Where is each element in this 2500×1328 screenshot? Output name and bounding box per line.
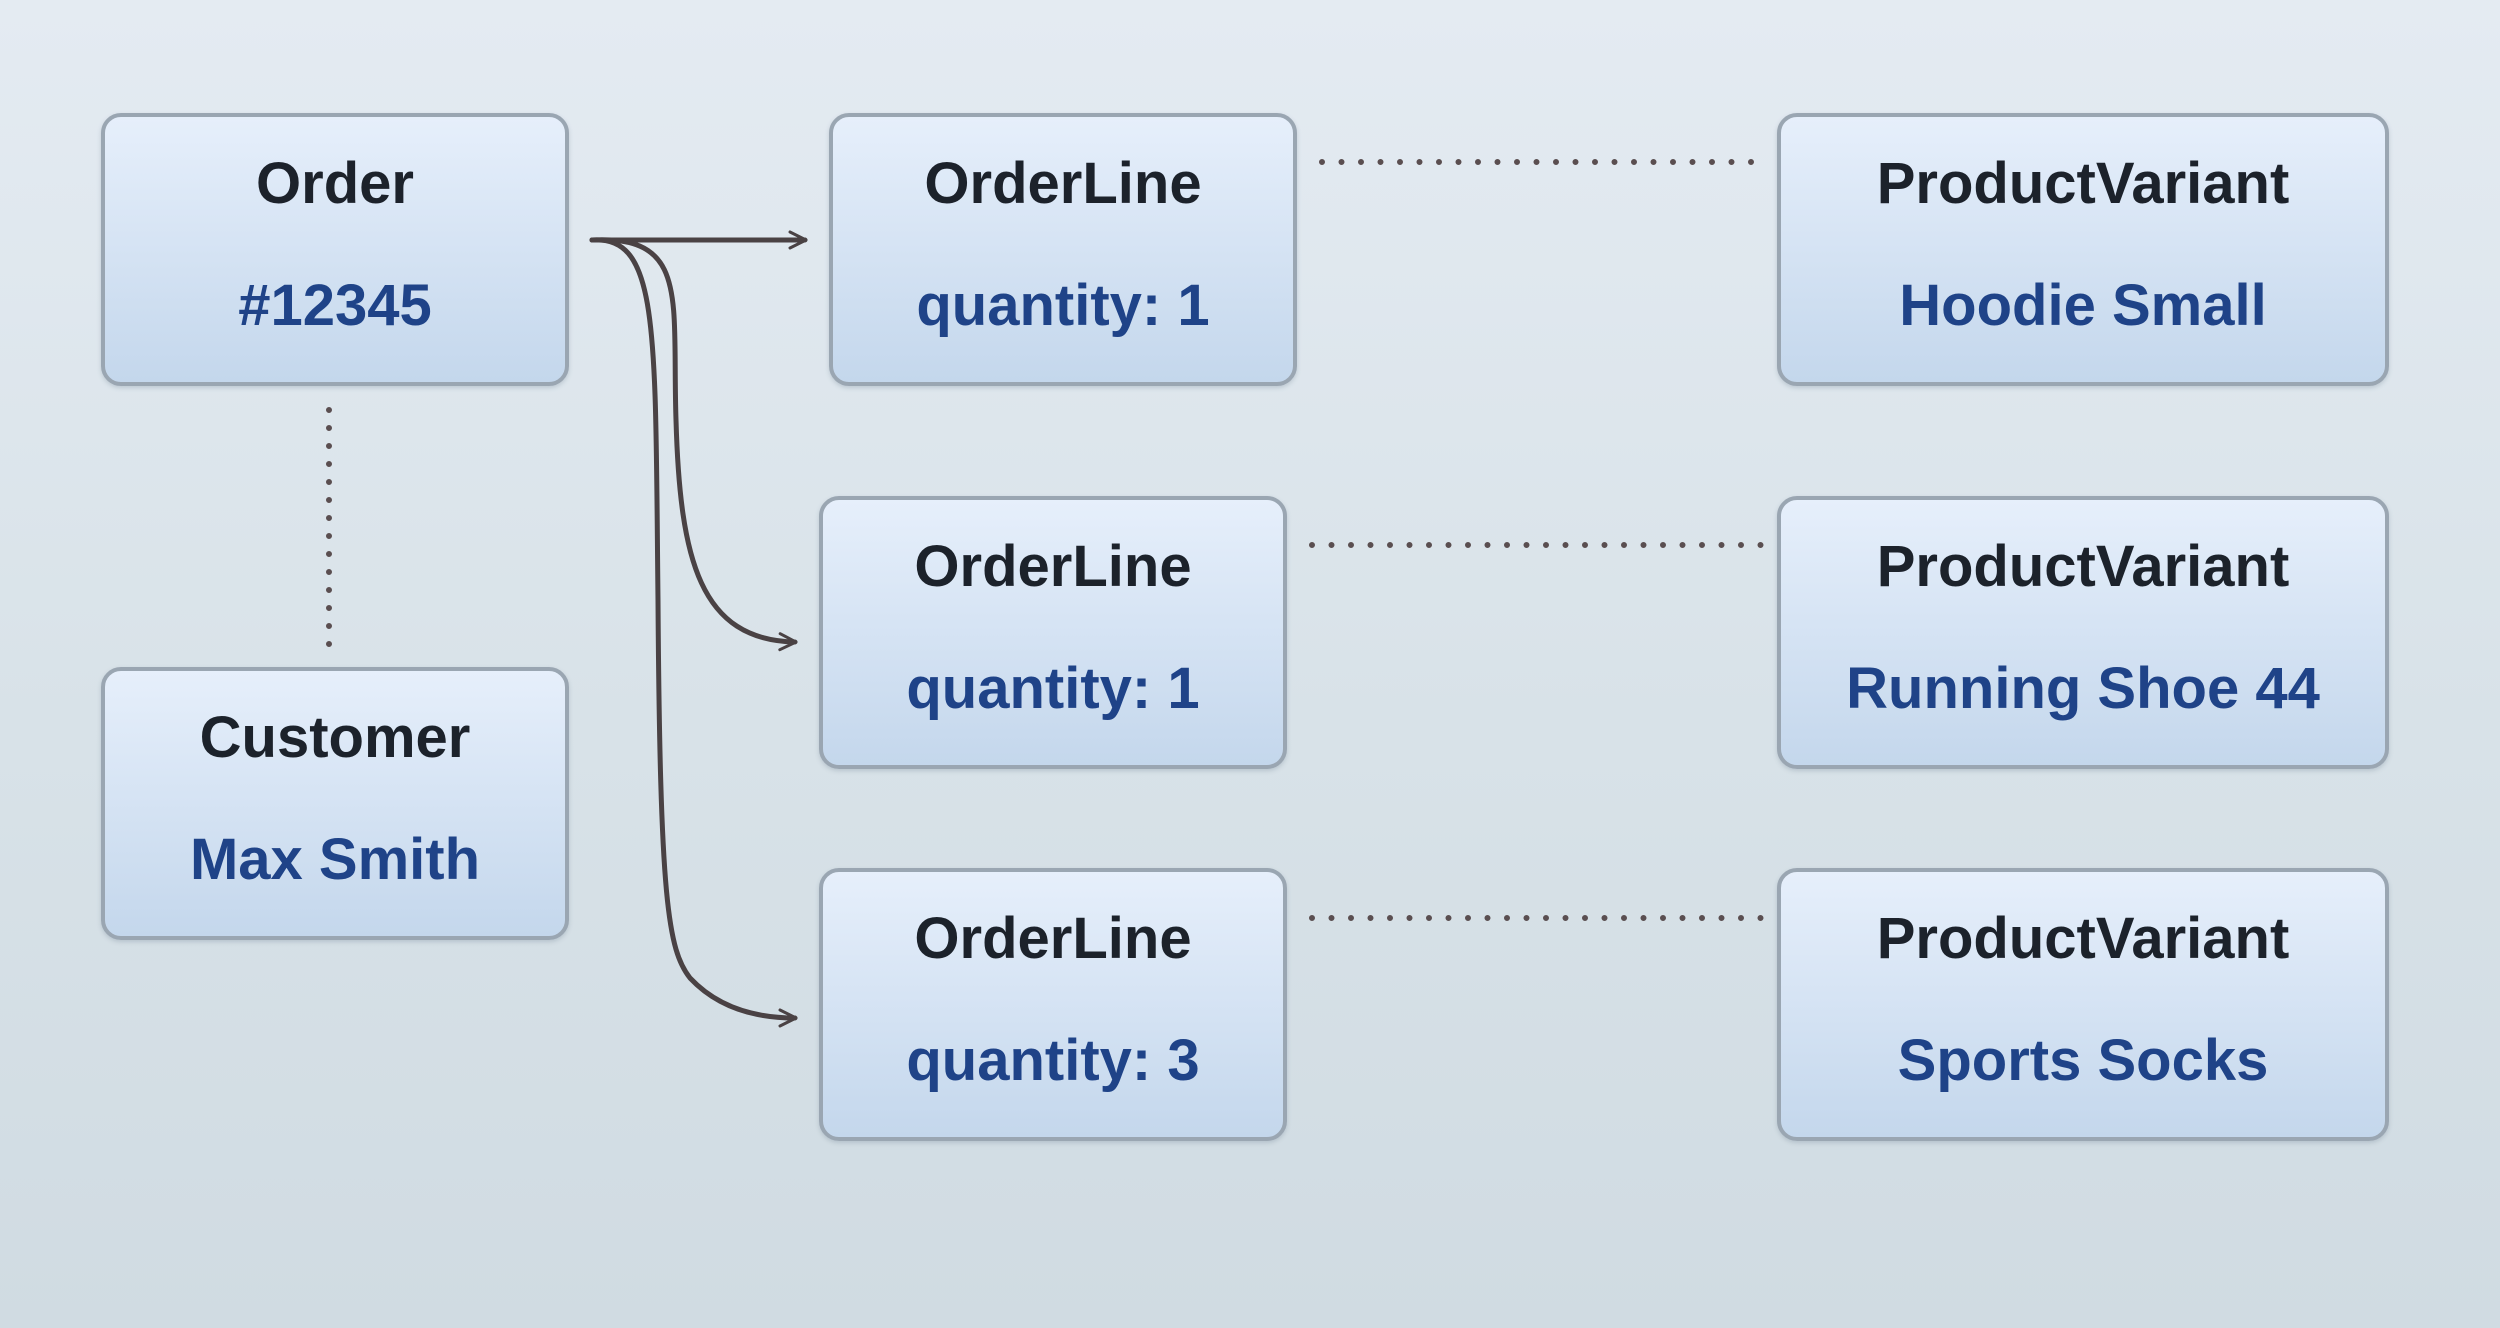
order-to-line3-arrow	[589, 237, 798, 1028]
order-line-quantity-3: quantity: 3	[906, 1028, 1200, 1093]
order-title: Order	[256, 151, 414, 216]
product-variant-name-2: Running Shoe 44	[1846, 656, 2320, 721]
customer-name: Max Smith	[189, 827, 481, 892]
order-line-node-3: OrderLine quantity: 3	[819, 868, 1287, 1141]
order-line-title-3: OrderLine	[914, 906, 1192, 971]
product-variant-title-3: ProductVariant	[1876, 906, 2290, 971]
order-line-title-1: OrderLine	[924, 151, 1202, 216]
order-line-quantity-1: quantity: 1	[916, 273, 1210, 338]
order-line-quantity-2: quantity: 1	[906, 656, 1200, 721]
order-line-node-2: OrderLine quantity: 1	[819, 496, 1287, 769]
customer-title: Customer	[199, 705, 471, 770]
order-number: #12345	[238, 273, 432, 338]
customer-node: Customer Max Smith	[101, 667, 569, 940]
product-variant-node-1: ProductVariant Hoodie Small	[1777, 113, 2389, 386]
product-variant-node-3: ProductVariant Sports Socks	[1777, 868, 2389, 1141]
order-line-node-1: OrderLine quantity: 1	[829, 113, 1297, 386]
product-variant-title-2: ProductVariant	[1876, 534, 2290, 599]
order-line-title-2: OrderLine	[914, 534, 1192, 599]
product-variant-node-2: ProductVariant Running Shoe 44	[1777, 496, 2389, 769]
product-variant-name-1: Hoodie Small	[1899, 273, 2267, 338]
product-variant-title-1: ProductVariant	[1876, 151, 2290, 216]
product-variant-name-3: Sports Socks	[1897, 1028, 2269, 1093]
order-to-line2-arrow	[589, 237, 798, 652]
order-node: Order #12345	[101, 113, 569, 386]
